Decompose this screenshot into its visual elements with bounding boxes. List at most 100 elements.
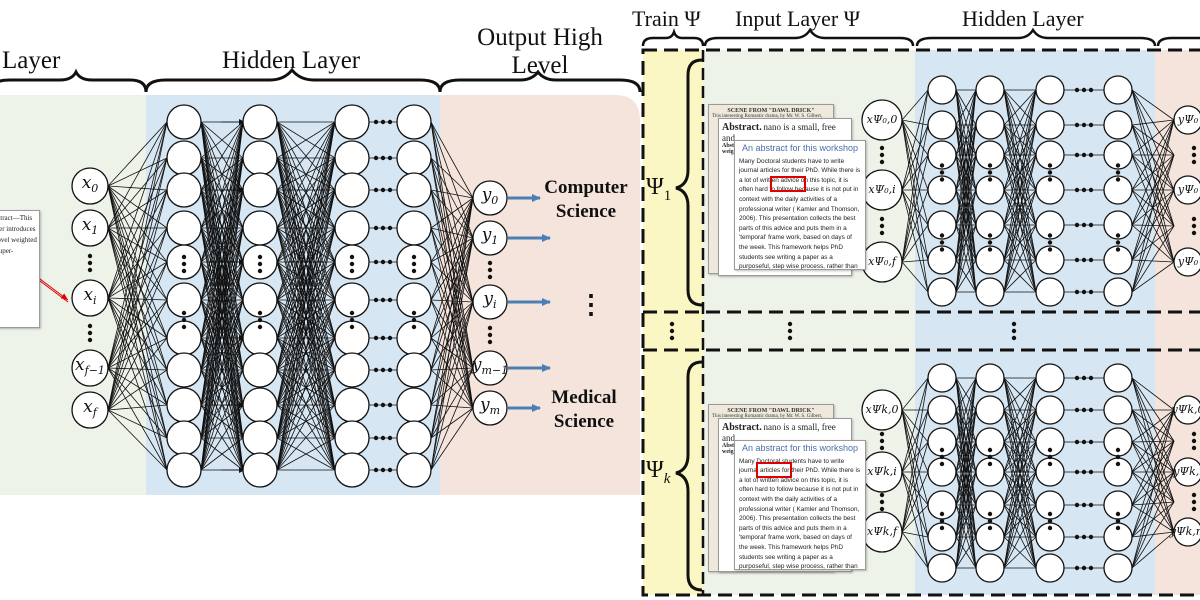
hidden-horizontal-ellipsis — [380, 119, 386, 125]
edge — [955, 124, 977, 293]
right-hidden-node — [975, 277, 1005, 307]
hidden-vertical-ellipsis — [257, 268, 263, 274]
right-input-layer-title: Input Layer Ψ — [735, 6, 860, 31]
edge — [276, 299, 336, 339]
edge — [901, 377, 929, 533]
output-vertical-ellipsis — [487, 274, 493, 280]
edge — [200, 121, 244, 371]
right-hidden-horizontal-ellipsis — [1081, 407, 1087, 413]
input-node-label-sub: f−1 — [84, 364, 105, 378]
edge — [955, 377, 977, 569]
edge — [200, 437, 244, 471]
output-vertical-ellipsis — [487, 325, 493, 331]
hidden-node — [166, 387, 202, 423]
right-hidden-ellipsis — [987, 447, 993, 453]
right-hidden-horizontal-ellipsis — [1074, 565, 1080, 571]
edge — [1131, 377, 1175, 411]
right-hidden-node — [1035, 245, 1065, 275]
gap-ellipsis — [787, 335, 793, 341]
right-hidden-ellipsis — [1115, 247, 1121, 252]
hidden-horizontal-ellipsis — [373, 297, 379, 303]
edge — [901, 441, 929, 533]
hidden-vertical-ellipsis — [181, 324, 187, 330]
right-hidden-ellipsis — [939, 525, 945, 531]
edge — [276, 337, 336, 471]
edge — [200, 337, 244, 471]
hidden-vertical-ellipsis — [181, 317, 187, 323]
edge — [1003, 89, 1037, 191]
input-node — [71, 209, 109, 247]
edge — [901, 504, 929, 533]
edge — [1131, 119, 1175, 126]
right-hidden-ellipsis — [939, 461, 945, 467]
edge — [901, 154, 929, 191]
edge — [107, 157, 168, 411]
edge — [1003, 377, 1037, 411]
edge — [1131, 189, 1175, 293]
psik-subscript: k — [663, 470, 671, 487]
right-hidden-horizontal-ellipsis — [1088, 87, 1094, 93]
right-hidden-node — [1035, 210, 1065, 240]
hidden-node — [334, 172, 370, 208]
edge — [107, 157, 168, 299]
edge — [955, 377, 977, 538]
right-input-node — [861, 99, 903, 141]
edge — [430, 157, 474, 199]
hidden-node — [166, 172, 202, 208]
right-hidden-ellipsis — [987, 518, 993, 524]
hidden-node — [334, 352, 370, 388]
input-node-label: xi — [60, 287, 120, 307]
edge — [200, 227, 244, 439]
right-hidden-ellipsis — [1115, 454, 1121, 460]
right-hidden-node — [975, 75, 1005, 105]
edge — [1131, 119, 1175, 261]
edge — [1131, 440, 1175, 569]
hidden-node — [242, 104, 278, 140]
right-output-ellipsis — [1191, 223, 1197, 229]
edge — [276, 121, 336, 159]
edge — [1131, 225, 1175, 261]
edge — [901, 377, 929, 473]
hidden-node — [334, 210, 370, 246]
right-hidden-ellipsis — [1047, 177, 1053, 182]
hidden-vertical-ellipsis — [411, 317, 417, 323]
right-output-label-bottom: yΨk,m — [1169, 525, 1200, 538]
hidden-horizontal-ellipsis — [373, 402, 379, 408]
edge — [1003, 89, 1037, 226]
edge — [430, 237, 474, 406]
hidden-horizontal-ellipsis — [387, 335, 393, 341]
psi1-label: Ψ1 — [646, 175, 671, 204]
right-hidden-node — [1103, 277, 1133, 307]
hidden-vertical-ellipsis — [181, 254, 187, 260]
hidden-node — [166, 282, 202, 318]
right-output-ellipsis — [1191, 230, 1197, 236]
edge — [1131, 409, 1175, 443]
right-hidden-horizontal-ellipsis — [1088, 187, 1094, 193]
input-node — [71, 391, 109, 429]
right-output-label-top: yΨ₀ — [1177, 183, 1199, 196]
edge — [955, 89, 977, 293]
edge — [276, 121, 336, 471]
right-hidden-ellipsis — [1047, 170, 1053, 175]
edge — [276, 121, 336, 263]
right-hidden-horizontal-ellipsis — [1081, 222, 1087, 228]
edge — [107, 185, 168, 263]
right-hidden-node — [927, 110, 957, 140]
edge — [901, 471, 929, 538]
right-input-label-top: xΨ₀,0 — [866, 113, 898, 126]
hidden-vertical-ellipsis — [181, 310, 187, 316]
edge — [1131, 89, 1175, 121]
left-document-front: Abstract—This paper introduces a novel w… — [0, 210, 40, 328]
edge — [107, 227, 168, 406]
input-node-label-base: x — [83, 397, 93, 417]
output-node — [472, 180, 508, 216]
edge — [1131, 154, 1175, 293]
right-hidden-ellipsis — [1115, 461, 1121, 467]
right-input-ellipsis — [879, 431, 885, 437]
hidden-horizontal-ellipsis — [373, 435, 379, 441]
edge — [1003, 504, 1037, 569]
left-input-layer-title: Layer — [2, 47, 61, 74]
edge — [1003, 441, 1037, 569]
edge — [901, 154, 929, 263]
output-node-label-base: y — [479, 395, 490, 415]
